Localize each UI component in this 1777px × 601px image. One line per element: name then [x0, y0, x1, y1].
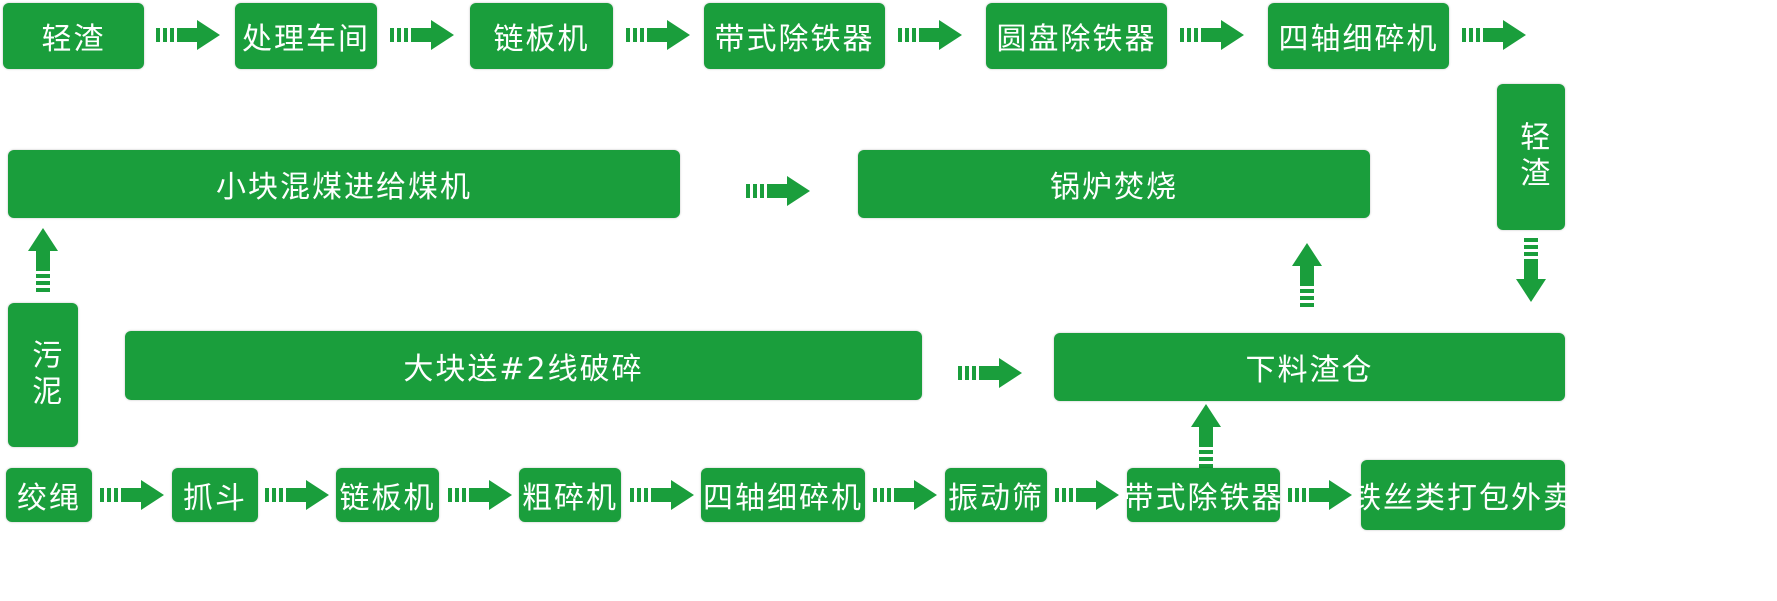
light-slag-vertical-box: 轻渣: [1497, 84, 1565, 230]
arrow-right-icon: [1462, 20, 1526, 50]
arrow-right-icon: [100, 480, 164, 510]
disc-iron-remover-label: 圆盘除铁器: [996, 22, 1157, 57]
processing-workshop-label: 处理车间: [242, 22, 370, 57]
light-slag-label: 轻渣: [41, 22, 106, 57]
iron-wire-baling-box: 铁丝类打包外卖: [1351, 460, 1573, 530]
four-shaft-shredder-2-box: 四轴细碎机: [701, 468, 865, 522]
four-shaft-shredder-label: 四轴细碎机: [1278, 22, 1439, 57]
boiler-incineration-label: 锅炉焚烧: [1050, 170, 1178, 205]
arrow-right-icon: [1180, 20, 1244, 50]
arrow-right-icon: [898, 20, 962, 50]
arrow-right-icon: [1288, 480, 1352, 510]
chain-plate-conveyor-2-box: 链板机: [336, 468, 439, 522]
sludge-vertical-box: 污泥: [8, 303, 78, 447]
coarse-crusher-box: 粗碎机: [519, 468, 621, 522]
disc-iron-remover-box: 圆盘除铁器: [986, 3, 1167, 69]
boiler-incineration-box: 锅炉焚烧: [858, 150, 1370, 218]
chain-plate-conveyor-2-label: 链板机: [339, 481, 436, 516]
belt-iron-remover-2-box: 带式除铁器: [1124, 468, 1282, 522]
arrow-right-icon: [958, 358, 1022, 388]
large-block-crushing-label: 大块送#2线破碎: [403, 351, 644, 387]
arrow-right-icon: [265, 480, 329, 510]
light-slag-box: 轻渣: [3, 3, 144, 69]
twisted-rope-label: 绞绳: [17, 481, 81, 516]
large-block-crushing-box: 大块送#2线破碎: [125, 331, 922, 400]
arrow-right-icon: [390, 20, 454, 50]
arrow-right-icon: [746, 176, 810, 206]
discharge-slag-bin-box: 下料渣仓: [1054, 333, 1565, 401]
discharge-slag-bin-label: 下料渣仓: [1245, 353, 1374, 388]
arrow-right-icon: [156, 20, 220, 50]
four-shaft-shredder-2-label: 四轴细碎机: [703, 481, 863, 516]
coarse-crusher-label: 粗碎机: [522, 481, 618, 516]
chain-plate-conveyor-label: 链板机: [493, 22, 590, 57]
four-shaft-shredder-box: 四轴细碎机: [1268, 3, 1449, 69]
arrow-up-icon: [28, 228, 58, 292]
arrow-right-icon: [630, 480, 694, 510]
light-slag-vertical-label: 轻渣: [1514, 121, 1550, 193]
sludge-vertical-label: 污泥: [26, 339, 62, 411]
twisted-rope-box: 绞绳: [6, 468, 92, 522]
grab-bucket-box: 抓斗: [172, 468, 258, 522]
arrow-right-icon: [1055, 480, 1119, 510]
small-block-coal-feeder-box: 小块混煤进给煤机: [8, 150, 680, 218]
small-block-coal-feeder-label: 小块混煤进给煤机: [216, 170, 472, 205]
vibrating-screen-label: 振动筛: [948, 481, 1044, 516]
vibrating-screen-box: 振动筛: [945, 468, 1047, 522]
arrow-right-icon: [626, 20, 690, 50]
grab-bucket-label: 抓斗: [183, 481, 247, 516]
belt-iron-remover-box: 带式除铁器: [704, 3, 885, 69]
chain-plate-conveyor-box: 链板机: [470, 3, 613, 69]
arrow-down-icon: [1516, 238, 1546, 302]
arrow-up-icon: [1191, 404, 1221, 468]
arrow-right-icon: [873, 480, 937, 510]
iron-wire-baling-label: 铁丝类打包外卖: [1351, 481, 1575, 516]
arrow-up-icon: [1292, 243, 1322, 307]
processing-workshop-box: 处理车间: [235, 3, 377, 69]
belt-iron-remover-2-label: 带式除铁器: [1123, 481, 1284, 516]
belt-iron-remover-label: 带式除铁器: [714, 22, 875, 57]
arrow-right-icon: [448, 480, 512, 510]
